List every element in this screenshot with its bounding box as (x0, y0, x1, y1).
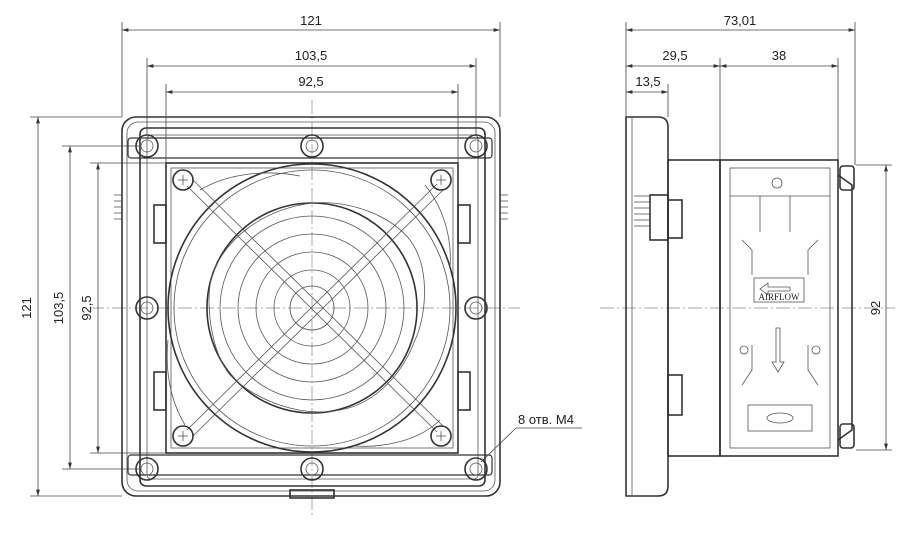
dim-total-depth: 73,01 (625, 13, 856, 165)
fan-housing-ring (167, 163, 457, 453)
hub (289, 285, 335, 331)
rear-bracket (837, 174, 853, 441)
mounting-holes (135, 134, 488, 481)
airflow-label: AIRFLOW (753, 277, 805, 303)
fan-body-hole (811, 345, 821, 355)
side-fan-body-inner (729, 167, 831, 449)
dim-front-depth: 29,5 (626, 48, 721, 160)
clip-left-top (153, 204, 167, 244)
fan-screw-bottom-left (172, 425, 194, 447)
fan-body-detail (741, 239, 819, 275)
top-gasket-band (127, 137, 493, 159)
rear-screw-bottom (839, 423, 855, 449)
clip-right-top (457, 204, 471, 244)
fan-connector-block (747, 404, 813, 432)
dim-overall-width: 121 (121, 13, 501, 117)
dim-hole-spacing-vertical: 92,5 (79, 162, 166, 454)
dim-overall-width-label: 121 (300, 13, 322, 28)
guard-ring-1 (219, 215, 405, 401)
clip-right-bottom (457, 371, 471, 411)
dim-bezel-depth-label: 13,5 (635, 74, 660, 89)
dim-hole-spacing: 92,5 (165, 74, 459, 163)
clip-left-bottom (153, 371, 167, 411)
fan-top-symbol (771, 177, 783, 189)
dim-flange-height-label: 103,5 (51, 292, 66, 325)
outer-housing-inner-edge (126, 121, 496, 492)
dim-hole-spacing-vertical-label: 92,5 (79, 295, 94, 320)
mounting-hole (135, 296, 159, 320)
guard-ring-4 (273, 269, 351, 347)
fan-body-hole (739, 345, 749, 355)
dim-front-depth-label: 29,5 (662, 48, 687, 63)
airflow-label-text: AIRFLOW (759, 292, 801, 302)
mounting-hole (300, 134, 324, 158)
dim-flange-width: 103,5 (146, 48, 477, 135)
rear-screw-top (839, 165, 855, 191)
fan-frame (165, 162, 459, 454)
fan-screw-bottom-right (430, 425, 452, 447)
flange-frame (139, 127, 486, 487)
dim-flange-width-label: 103,5 (295, 48, 328, 63)
dim-flange-height: 103,5 (51, 145, 140, 470)
left-grip-ribs (114, 194, 122, 220)
side-view: AIRFLOW 73,01 29,5 38 13,5 (600, 13, 895, 497)
side-grip-ribs (634, 195, 650, 227)
fan-screw-top-right (430, 169, 452, 191)
fan-body-detail (741, 345, 819, 386)
guard-cross (186, 179, 444, 437)
dim-fan-depth: 38 (720, 48, 839, 160)
dim-overall-height: 121 (19, 116, 122, 497)
side-latch-top-inner (667, 199, 683, 239)
hole-note-label: 8 отв. М4 (518, 412, 574, 427)
fan-housing-ring-inner (173, 169, 451, 447)
bottom-tab (289, 489, 335, 499)
hole-note: 8 отв. М4 (480, 412, 582, 463)
side-fan-body (719, 159, 839, 457)
airflow-arrow-icon (759, 282, 791, 296)
fan-connector-symbol (766, 412, 794, 424)
down-arrow-icon (771, 327, 785, 373)
fan-screws (172, 169, 452, 447)
mounting-hole (300, 457, 324, 481)
dim-hole-spacing-label: 92,5 (298, 74, 323, 89)
dim-fan-depth-label: 38 (772, 48, 786, 63)
fan-frame-inner (170, 167, 454, 449)
side-latch-bottom (667, 374, 683, 416)
outer-housing (121, 116, 501, 497)
dim-overall-height-label: 121 (19, 297, 34, 319)
mounting-hole (464, 457, 488, 481)
side-latch-top (649, 194, 669, 241)
right-grip-ribs (500, 194, 508, 220)
dim-fan-height-label: 92 (868, 301, 883, 315)
mounting-hole (464, 296, 488, 320)
dim-bezel-depth: 13,5 (626, 74, 669, 117)
front-view: 121 103,5 92,5 121 103,5 (19, 13, 582, 515)
fan-blades (166, 172, 451, 447)
fan-screw-top-left (172, 169, 194, 191)
side-bezel (625, 116, 669, 497)
guard-ring-3 (255, 251, 369, 365)
dim-total-depth-label: 73,01 (724, 13, 757, 28)
guard-ring-2 (237, 233, 387, 383)
dim-fan-height: 92 (856, 164, 892, 451)
